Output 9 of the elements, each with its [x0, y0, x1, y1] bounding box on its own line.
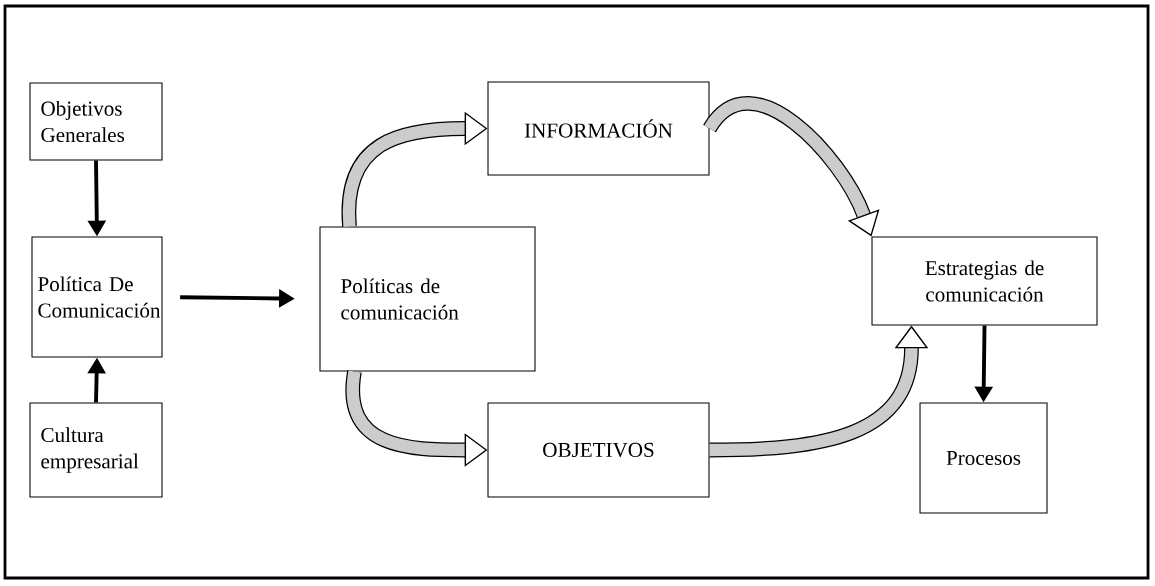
text-box: Cultura empresarial: [29, 402, 163, 498]
text-box: Estrategias de comunicación: [871, 236, 1098, 326]
text-box: OBJETIVOS: [487, 402, 710, 498]
text-box: Procesos: [919, 402, 1048, 514]
text-box: INFORMACIÓN: [487, 81, 710, 176]
text-box: Objetivos Generales: [29, 82, 163, 161]
text-box: Políticas de comunicación: [319, 226, 536, 372]
text-box: Política De Comunicación: [31, 236, 163, 358]
curved-arrow: [703, 96, 880, 237]
